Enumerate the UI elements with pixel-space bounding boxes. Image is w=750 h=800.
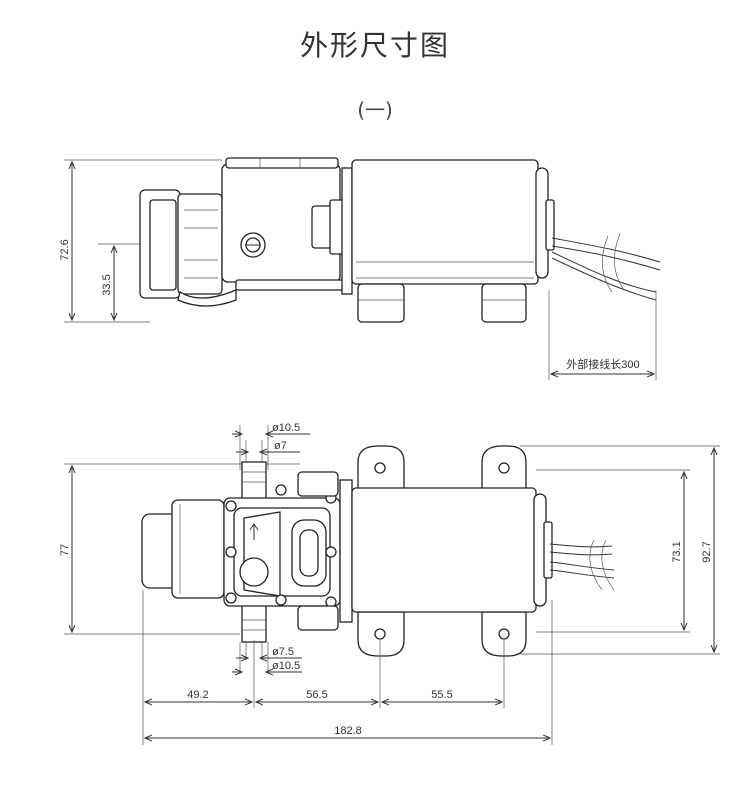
dim-height-center: 33.5 (101, 274, 113, 295)
dim-wire-length: 外部接线长300 (566, 357, 639, 371)
motor-body-part (351, 159, 539, 285)
wire-part (549, 543, 613, 548)
inlet-port-part (241, 601, 267, 643)
dim-port-inner-bottom: ø7.5 (272, 646, 294, 658)
mount-foot-part (357, 283, 405, 323)
motor-flange-part (339, 479, 353, 623)
dim-len-mount: 55.5 (431, 689, 452, 701)
dim-mount-inner: 73.1 (671, 541, 683, 562)
dim-port-inner-top: ø7 (274, 440, 287, 452)
page-title: 外形尺寸图 (299, 29, 450, 62)
dim-port-outer-top: ø10.5 (272, 422, 300, 434)
wire-part (551, 237, 661, 263)
motor-flange-part (341, 167, 353, 295)
view-subtitle: (一) (357, 98, 393, 122)
dim-len-mid: 56.5 (306, 689, 327, 701)
mount-foot-part (481, 283, 527, 323)
dim-mount-outer: 92.7 (701, 541, 713, 562)
dim-height-head: 77 (59, 544, 71, 556)
side-view: 72.6 33.5 (59, 157, 661, 380)
dim-height-total: 72.6 (59, 239, 71, 260)
top-view: ø10.5 ø7 77 (59, 422, 720, 745)
dim-len-total: 182.8 (334, 725, 362, 737)
dim-len-head: 49.2 (187, 689, 208, 701)
motor-body-part (351, 487, 537, 613)
dim-port-outer-bottom: ø10.5 (272, 660, 300, 672)
